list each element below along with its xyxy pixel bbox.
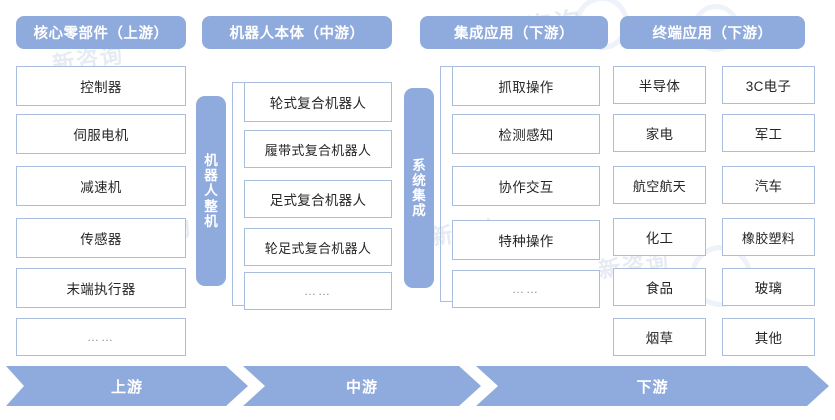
column-header-downstream-terminal-application[interactable]: 终端应用（下游） <box>620 16 805 49</box>
item-box-food[interactable]: 食品 <box>613 268 706 306</box>
vertical-label-robot-whole-machine: 机器人整机 <box>196 96 226 286</box>
item-box-tobacco[interactable]: 烟草 <box>613 318 706 356</box>
item-box-special-operation[interactable]: 特种操作 <box>452 220 600 260</box>
item-box-3c-electronics[interactable]: 3C电子 <box>722 66 815 104</box>
item-box-other[interactable]: 其他 <box>722 318 815 356</box>
column-header-downstream-integrated-application[interactable]: 集成应用（下游） <box>420 16 608 49</box>
vertical-label-robot-whole-machine-text: 机器人整机 <box>204 153 218 229</box>
bracket-connector-integrated-application <box>440 66 452 302</box>
vertical-label-system-integration-text: 系统集成 <box>412 157 426 219</box>
item-box-servo-motor[interactable]: 伺服电机 <box>16 114 186 154</box>
flow-chevron-upstream[interactable]: 上游 <box>6 366 248 406</box>
item-box-glass[interactable]: 玻璃 <box>722 268 815 306</box>
flow-chevron-downstream[interactable]: 下游 <box>476 366 829 406</box>
item-box-end-effector[interactable]: 末端执行器 <box>16 268 186 308</box>
item-box-more-core-parts[interactable]: …… <box>16 318 186 356</box>
item-box-legged-composite-robot[interactable]: 足式复合机器人 <box>244 180 392 218</box>
bracket-connector-robot-body <box>232 82 244 306</box>
vertical-label-system-integration: 系统集成 <box>404 88 434 288</box>
item-box-semiconductor[interactable]: 半导体 <box>613 66 706 104</box>
item-box-rubber-plastic[interactable]: 橡胶塑料 <box>722 218 815 256</box>
item-box-tracked-composite-robot[interactable]: 履带式复合机器人 <box>244 130 392 168</box>
item-box-reducer[interactable]: 减速机 <box>16 166 186 206</box>
item-box-automobile[interactable]: 汽车 <box>722 166 815 204</box>
item-box-grasping-operation[interactable]: 抓取操作 <box>452 66 600 106</box>
item-box-military-industry[interactable]: 军工 <box>722 114 815 152</box>
column-header-midstream-robot-body[interactable]: 机器人本体（中游） <box>202 16 392 49</box>
flow-chevron-midstream[interactable]: 中游 <box>243 366 481 406</box>
column-header-upstream-core-parts[interactable]: 核心零部件（上游） <box>16 16 186 49</box>
item-box-collaborative-interaction[interactable]: 协作交互 <box>452 166 600 206</box>
item-box-chemical-industry[interactable]: 化工 <box>613 218 706 256</box>
item-box-controller[interactable]: 控制器 <box>16 66 186 106</box>
item-box-wheel-legged-composite-robot[interactable]: 轮足式复合机器人 <box>244 228 392 266</box>
item-box-more-robot-body[interactable]: …… <box>244 272 392 310</box>
item-box-aerospace[interactable]: 航空航天 <box>613 166 706 204</box>
item-box-wheeled-composite-robot[interactable]: 轮式复合机器人 <box>244 82 392 122</box>
item-box-home-appliance[interactable]: 家电 <box>613 114 706 152</box>
item-box-detection-sensing[interactable]: 检测感知 <box>452 114 600 154</box>
item-box-sensor[interactable]: 传感器 <box>16 218 186 258</box>
item-box-more-integrated-application[interactable]: …… <box>452 270 600 308</box>
